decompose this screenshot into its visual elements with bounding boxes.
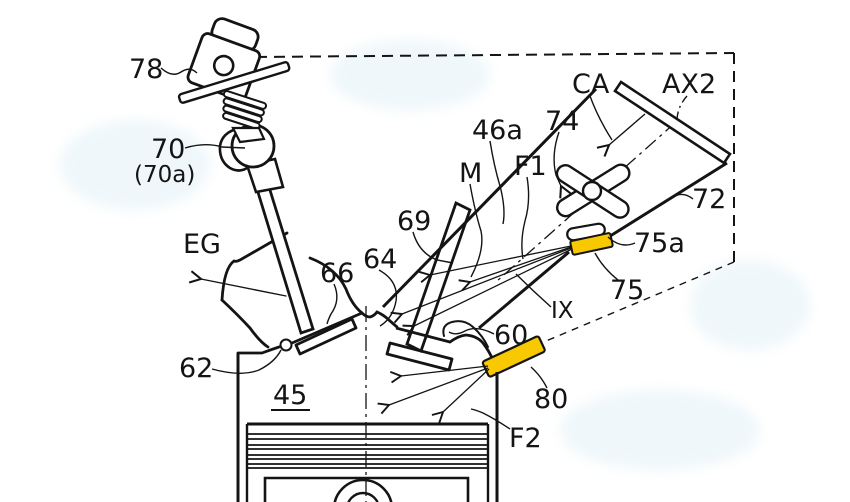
label-64: 64 [363,244,397,275]
exhaust-port-eg [201,231,364,349]
valve-stem [255,185,315,335]
label-ix: IX [551,298,574,324]
piston-rings [247,433,488,469]
plug-threads [222,90,268,130]
label-60: 60 [494,320,528,351]
leader-60 [448,327,495,335]
port-mouth-upper [220,231,289,302]
label-78: 78 [129,54,163,85]
edge-62-circle [279,338,293,352]
exhaust-seat-line-66 [290,311,364,345]
swirl-valve-74 [555,163,631,219]
label-eg: EG [183,229,221,260]
injection-axis-ix-line [545,261,735,342]
leader-80 [530,366,548,389]
label-69: 69 [397,206,431,237]
plug-hole [212,54,235,77]
label-ax2: AX2 [662,69,716,100]
labels: 78 70 (70a) EG 66 64 62 45 69 M 46a F1 7… [129,54,726,454]
injector-boss-60 [442,320,489,348]
label-62: 62 [179,353,213,384]
label-46a: 46a [472,115,523,146]
intake-flow-arrow [609,113,646,145]
wrist-pin-outer [333,478,393,502]
label-72: 72 [692,184,726,215]
spark-plug-78 [177,17,291,144]
leader-78 [160,67,198,75]
piston-skirt [263,476,470,502]
watermark-blob [560,390,760,470]
label-m: M [459,158,482,189]
leader-m [469,183,483,278]
leader-f1 [521,176,530,260]
leader-ax2 [676,95,688,120]
port-wall-to-seat [308,256,364,315]
watermark-blob [60,120,210,210]
valve-shaft [581,180,603,202]
label-74: 74 [545,106,579,137]
wrist-pin-inner [347,491,379,502]
leader-46a [489,140,505,225]
spray-f1 [402,245,573,326]
leader-ca [589,95,613,141]
leader-62 [211,349,282,374]
port-lower-wall [606,161,728,240]
plug-cross-bar [177,61,291,104]
leader-75a [607,236,636,246]
head-left-step [236,345,281,355]
label-75: 75 [610,275,644,306]
valve-head [294,317,358,356]
label-70: 70 [151,134,185,165]
label-80: 80 [534,384,568,415]
leader-66 [326,283,338,325]
valve-head [385,341,454,372]
roof-right-to-boss [448,333,500,374]
injector-80-highlight [481,335,546,378]
cylinder-head-outline [236,310,500,374]
port-lower-wall-continuation [478,250,570,330]
label-f1: F1 [514,151,547,182]
leader-ix [515,273,552,308]
port-upper-wall-46a [381,87,598,309]
leader-69 [412,231,454,264]
port-flange [613,80,732,165]
injector-75 [566,222,614,256]
label-66: 66 [320,258,354,289]
cylinder-45-piston [236,306,499,502]
leader-f2 [470,408,511,430]
label-70a: (70a) [134,162,195,188]
label-45: 45 [273,380,307,411]
label-f2: F2 [509,423,542,454]
spray-f2 [389,365,490,412]
leader-lines [160,67,694,430]
watermark-blob [690,260,810,350]
leader-70 [184,144,246,149]
injector-80 [481,335,546,378]
label-ca: CA [572,69,610,100]
leader-75 [594,252,619,281]
watermark-blob [330,40,490,110]
valve-seat-line [395,326,451,344]
dashed-boundary [255,52,735,342]
socket-flange [218,126,248,172]
leader-72 [672,193,694,200]
plug-taper [231,126,266,144]
exhaust-flow-arrow [201,279,287,297]
leader-74 [553,131,561,186]
label-75a: 75a [634,228,685,259]
leader-64 [378,269,398,327]
port-mouth-lower [220,298,270,349]
